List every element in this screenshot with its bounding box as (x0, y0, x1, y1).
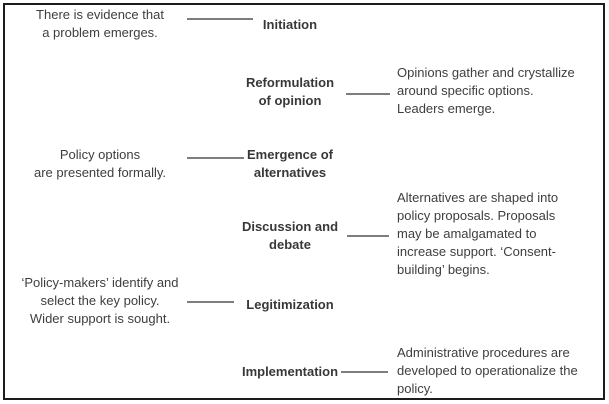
stage-reformulation-description: Opinions gather and crystallize around s… (397, 65, 575, 116)
stage-label-emergence-of-alternatives: Emergence of alternatives (247, 147, 333, 180)
connector-line (187, 157, 244, 159)
stage-implementation-description: Administrative procedures are developed … (397, 345, 578, 396)
stage-discussion-description: Alternatives are shaped into policy prop… (397, 190, 559, 277)
connector-line (187, 18, 253, 20)
stage-label-reformulation-of-opinion: Reformulation of opinion (245, 75, 335, 108)
connector-line (347, 235, 389, 237)
stage-label-initiation: Initiation (262, 17, 318, 32)
connector-line (187, 301, 234, 303)
stage-label-implementation: Implementation (241, 364, 339, 379)
stage-emergence-description: Policy options are presented formally. (34, 147, 166, 180)
stage-legitimization-description: ‘Policy-makers’ identify and select the … (21, 275, 179, 326)
stage-initiation-description: There is evidence that a problem emerges… (36, 7, 164, 40)
connector-line (346, 93, 390, 95)
stage-label-legitimization: Legitimization (246, 297, 334, 312)
connector-line (341, 371, 388, 373)
stage-label-discussion-and-debate: Discussion and debate (241, 219, 339, 252)
